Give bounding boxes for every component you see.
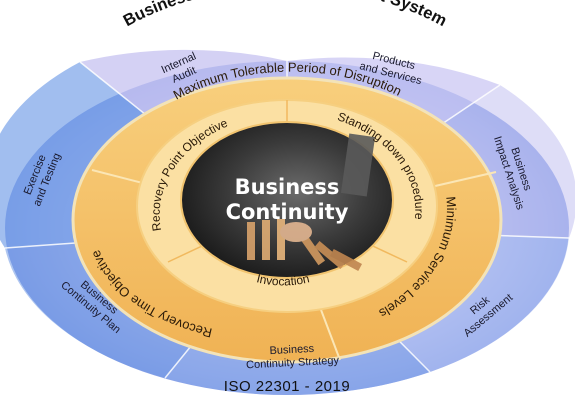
center-title-line2: Continuity: [226, 200, 349, 224]
center-disc: [180, 121, 394, 279]
center-title-line1: Business: [235, 175, 340, 199]
svg-text:Continuity Strategy: Continuity Strategy: [246, 355, 340, 372]
svg-text:Business: Business: [269, 343, 315, 357]
label-invocation: Invocation: [255, 271, 310, 288]
dominoes-image: [247, 133, 376, 272]
diagram-title: Business Continuity Management System: [120, 0, 449, 30]
footer-standard: ISO 22301 - 2019: [224, 378, 350, 395]
outer-label-continuity-strategy: Business Continuity Strategy: [246, 343, 340, 372]
